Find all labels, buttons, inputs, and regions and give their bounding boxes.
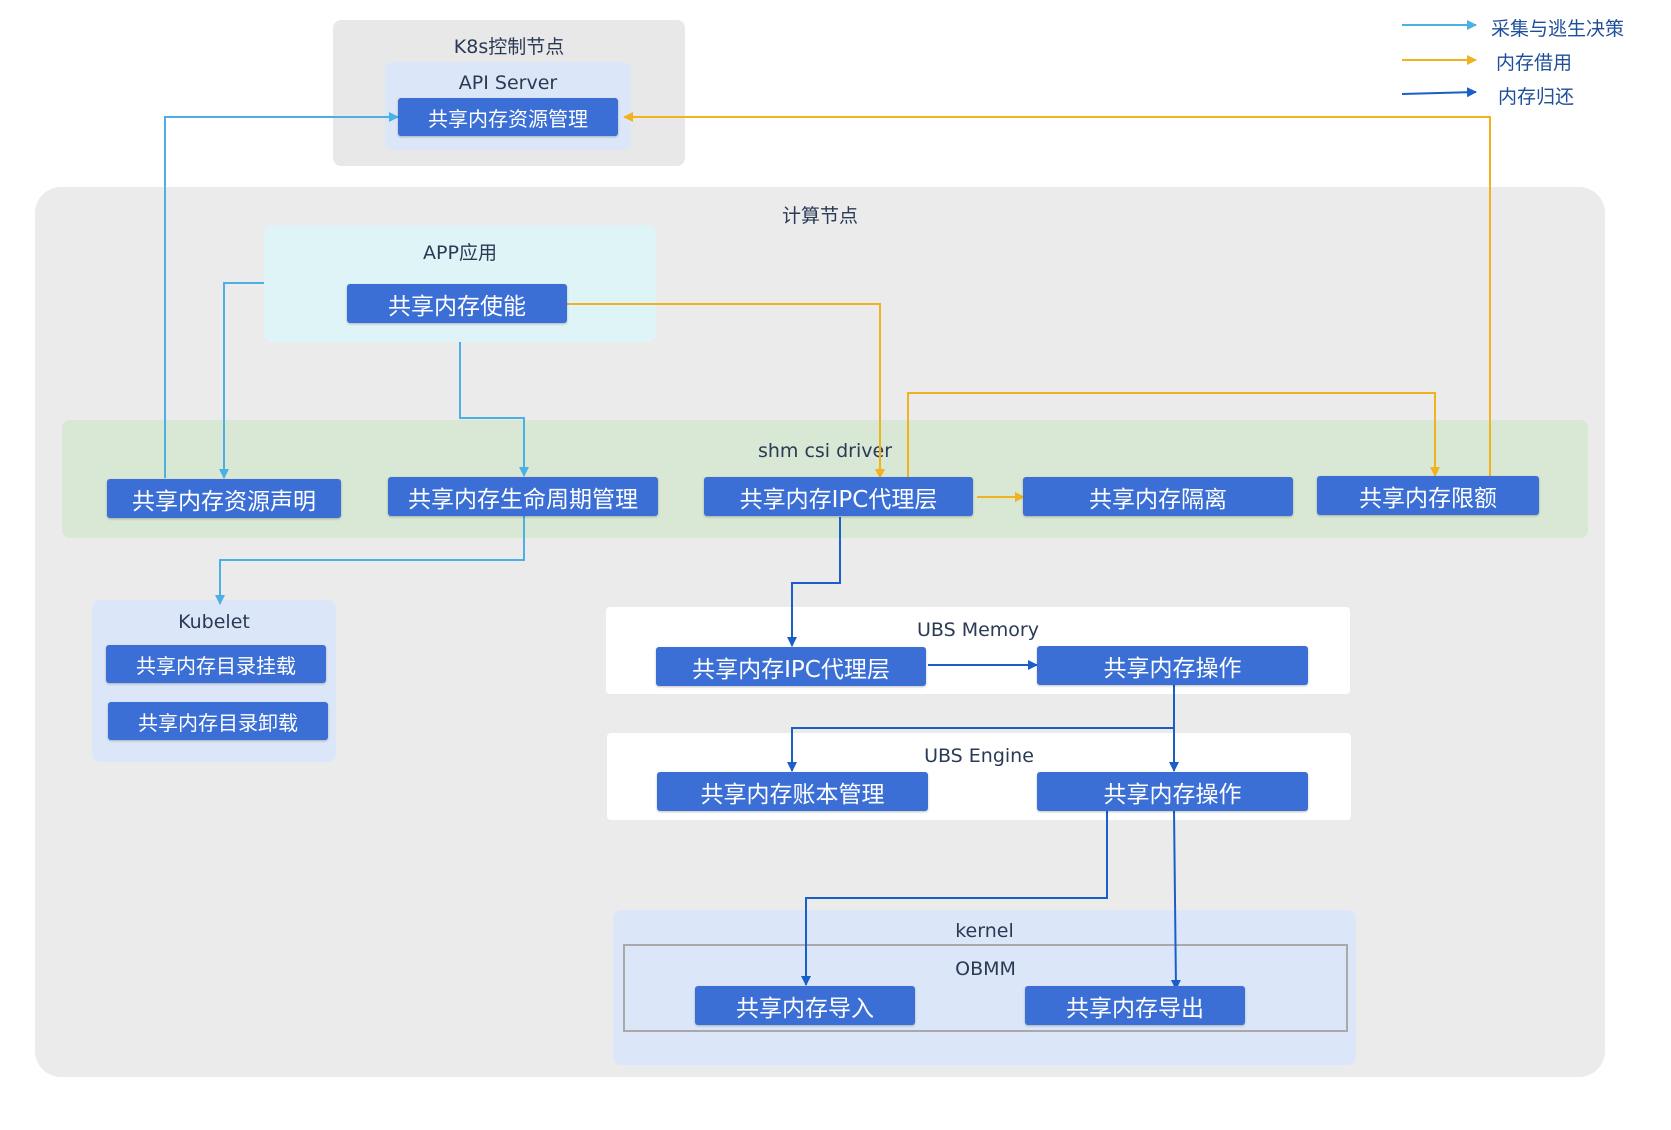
csi-driver-title: shm csi driver (757, 440, 893, 462)
ubs-memory-title: UBS Memory (917, 619, 1039, 641)
legend-collect-label: 采集与逃生决策 (1491, 18, 1625, 40)
flow-enable-to-ipc (567, 303, 885, 479)
shm-isolation-box: 共享内存隔离 (1023, 477, 1293, 516)
flow-engine-op-to-import (801, 810, 1108, 986)
shm-quota-box: 共享内存限额 (1317, 476, 1539, 515)
flow-claim-to-resource-mgmt (164, 112, 399, 478)
shm-lifecycle-mgmt-box: 共享内存生命周期管理 (388, 477, 658, 516)
ubs-memory-ipc-proxy-box: 共享内存IPC代理层 (656, 647, 926, 686)
ubs-engine-title: UBS Engine (924, 745, 1034, 767)
shm-enable-box: 共享内存使能 (347, 284, 567, 323)
ubs-engine-shm-op-box: 共享内存操作 (1037, 772, 1308, 811)
obmm-region (623, 944, 1348, 1032)
app-title: APP应用 (423, 242, 497, 264)
flow-csi-ipc-to-ubs-ipc (787, 517, 841, 647)
api-server-title: API Server (458, 72, 558, 94)
flow-lifecycle-to-kubelet (215, 515, 525, 605)
kernel-title: kernel (955, 920, 1014, 942)
k8s-control-node-title: K8s控制节点 (453, 36, 565, 58)
csi-shm-ipc-proxy-box: 共享内存IPC代理层 (704, 477, 973, 516)
flow-mem-op-to-ledger (787, 727, 1174, 772)
compute-node-title: 计算节点 (781, 205, 858, 227)
shm-resource-mgmt-box: 共享内存资源管理 (398, 98, 618, 136)
flow-app-to-lifecycle (459, 342, 529, 477)
flow-engine-op-to-export (1170, 809, 1181, 990)
legend-arrow-return (1401, 87, 1477, 98)
shm-export-box: 共享内存导出 (1025, 986, 1245, 1025)
shm-import-box: 共享内存导入 (695, 986, 915, 1025)
flow-app-to-claim (219, 282, 264, 479)
kubelet-title: Kubelet (178, 611, 250, 633)
obmm-title: OBMM (955, 958, 1016, 980)
legend-return-label: 内存归还 (1498, 86, 1575, 108)
shm-dir-unmount-box: 共享内存目录卸载 (108, 702, 328, 740)
shm-dir-mount-box: 共享内存目录挂载 (106, 645, 326, 683)
flow-ipc-to-quota (907, 392, 1440, 478)
flow-quota-to-resource-mgmt (623, 112, 1491, 476)
shm-resource-claim-box: 共享内存资源声明 (107, 479, 341, 518)
legend-borrow-label: 内存借用 (1496, 52, 1573, 74)
shm-ledger-mgmt-box: 共享内存账本管理 (657, 772, 928, 811)
ubs-memory-shm-op-box: 共享内存操作 (1037, 646, 1308, 685)
